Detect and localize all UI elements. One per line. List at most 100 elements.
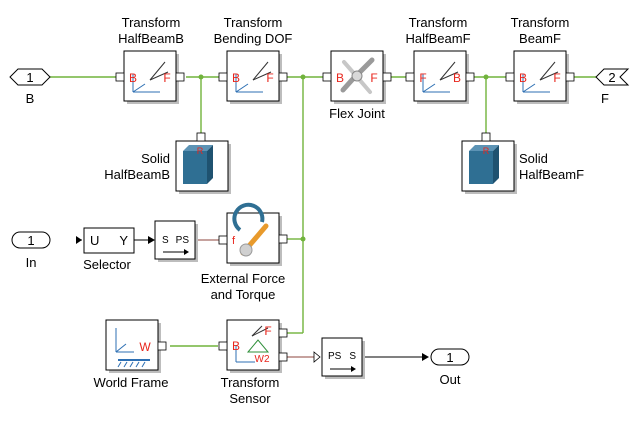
port-f[interactable]	[382, 72, 392, 82]
frame-f-label: F	[553, 71, 560, 85]
inport-b[interactable]: 1 B	[9, 68, 51, 106]
port-f[interactable]	[218, 235, 228, 245]
port-b[interactable]	[465, 72, 475, 82]
outport-f[interactable]: 2 F	[595, 68, 630, 106]
frame-axes-icon	[132, 61, 169, 93]
arrow-head	[148, 236, 155, 244]
port-output[interactable]	[278, 352, 288, 362]
force-torque-icon	[232, 202, 269, 257]
force-f-label: f	[232, 235, 236, 247]
junction-dot	[198, 74, 204, 80]
inport-1-label: In	[26, 255, 37, 270]
block-label: Transform	[224, 15, 283, 30]
frame-b-label: B	[232, 71, 240, 85]
port-b[interactable]	[218, 341, 228, 351]
block-selector[interactable]: U Y Selector	[83, 227, 135, 272]
block-transform-bending-dof[interactable]: Transform Bending DOF B F	[214, 15, 293, 104]
port-b[interactable]	[505, 72, 515, 82]
frame-f-label: F	[266, 71, 273, 85]
block-simulink-ps-converter[interactable]: S PS	[154, 220, 198, 262]
frame-f-label: F	[264, 324, 271, 338]
frame-b-label: B	[336, 71, 344, 85]
selector-u-label: U	[90, 233, 99, 248]
block-label: HalfBeamB	[104, 167, 170, 182]
frame-b-label: B	[519, 71, 527, 85]
block-label: Selector	[83, 257, 131, 272]
input-port-arrow	[313, 351, 321, 363]
port-r[interactable]	[196, 132, 206, 142]
block-label: HalfBeamF	[519, 167, 584, 182]
frame-w2-label: W2	[255, 354, 270, 365]
inport-b-label: B	[26, 91, 35, 106]
block-label: Solid	[519, 151, 548, 166]
block-label: Solid	[141, 151, 170, 166]
port-r[interactable]	[481, 132, 491, 142]
converter-s-label: S	[349, 351, 356, 362]
outport-f-label: F	[601, 91, 609, 106]
block-flex-joint[interactable]: B F Flex Joint	[322, 50, 392, 121]
inport-1-number: 1	[27, 233, 34, 248]
flex-joint-icon	[340, 57, 375, 94]
block-label: External Force	[201, 271, 286, 286]
world-frame-icon	[115, 328, 150, 368]
block-label: World Frame	[94, 375, 169, 390]
arrow-head	[422, 353, 429, 361]
outport-f-number: 2	[608, 70, 615, 85]
port-b[interactable]	[115, 72, 125, 82]
frame-axes-icon	[235, 61, 272, 93]
block-label: Transform	[511, 15, 570, 30]
block-world-frame[interactable]: W World Frame	[94, 319, 169, 390]
connections	[50, 74, 596, 361]
block-transform-halfbeamf[interactable]: Transform HalfBeamF F B	[405, 15, 475, 104]
block-label: Flex Joint	[329, 106, 385, 121]
port-b[interactable]	[322, 72, 332, 82]
outport-1-label: Out	[440, 372, 461, 387]
port-b[interactable]	[218, 72, 228, 82]
block-external-force-torque[interactable]: f External Force and Torque	[201, 202, 288, 302]
selector-y-label: Y	[119, 233, 128, 248]
block-label: Transform	[221, 375, 280, 390]
frame-w-label: W	[139, 340, 151, 354]
block-solid-halfbeamb[interactable]: R Solid HalfBeamB	[104, 132, 231, 194]
outport-1[interactable]: 1 Out	[430, 348, 470, 387]
block-ps-simulink-converter[interactable]: PS S	[313, 337, 365, 379]
block-label: and Torque	[211, 287, 276, 302]
block-transform-sensor[interactable]: B F W2 Transform Sensor	[218, 319, 288, 406]
frame-r-label: R	[483, 146, 490, 156]
frame-axes-icon	[522, 61, 559, 93]
block-solid-halfbeamf[interactable]: R Solid HalfBeamF	[461, 132, 584, 194]
port-f[interactable]	[278, 328, 288, 338]
port-f[interactable]	[405, 72, 415, 82]
frame-axes-icon	[422, 61, 459, 93]
junction-dot	[300, 236, 306, 242]
frame-f-label: F	[163, 71, 170, 85]
frame-r-label: R	[197, 146, 204, 156]
inport-b-number: 1	[26, 70, 33, 85]
junction-dot	[300, 74, 306, 80]
frame-b-label: B	[129, 71, 137, 85]
port-w[interactable]	[157, 341, 167, 351]
sensor-icon	[235, 325, 270, 363]
block-label: BeamF	[519, 31, 561, 46]
converter-s-label: S	[162, 235, 169, 246]
converter-ps-label: PS	[328, 351, 342, 362]
solid-cube-icon	[183, 145, 213, 184]
block-transform-beamf[interactable]: Transform BeamF B F	[505, 15, 575, 104]
port-f[interactable]	[565, 72, 575, 82]
block-transform-halfbeamb[interactable]: Transform HalfBeamB B F	[115, 15, 185, 104]
outport-1-number: 1	[446, 350, 453, 365]
frame-f-label: F	[419, 71, 426, 85]
block-label: HalfBeamB	[118, 31, 184, 46]
block-label: HalfBeamF	[405, 31, 470, 46]
port-f[interactable]	[278, 72, 288, 82]
block-label: Transform	[409, 15, 468, 30]
inport-1[interactable]: 1 In	[11, 231, 51, 270]
block-label: Sensor	[229, 391, 271, 406]
block-label: Bending DOF	[214, 31, 293, 46]
port-f[interactable]	[175, 72, 185, 82]
converter-ps-label: PS	[176, 235, 190, 246]
port-frame[interactable]	[278, 234, 288, 244]
junction-dot	[483, 74, 489, 80]
frame-f-label: F	[370, 71, 377, 85]
